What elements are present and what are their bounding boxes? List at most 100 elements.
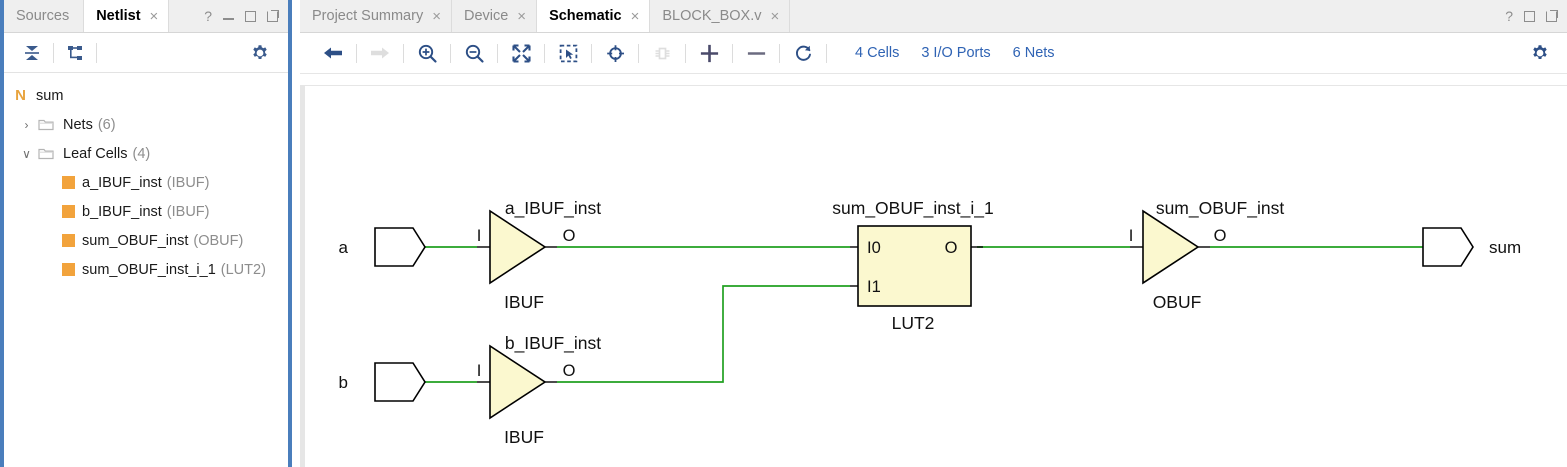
minimize-icon[interactable] — [223, 12, 234, 20]
chevron-right-icon[interactable]: › — [24, 117, 29, 132]
tree-cell-type: (LUT2) — [220, 261, 266, 278]
toolbar-separator — [779, 43, 780, 63]
tree-label: sum — [36, 87, 64, 104]
tree-item-a-ibuf-inst[interactable]: a_IBUF_inst (IBUF) — [4, 168, 288, 197]
tab-label: Schematic — [549, 8, 622, 24]
toolbar-separator — [96, 42, 97, 63]
cell-type-label: LUT2 — [892, 313, 935, 333]
hierarchy-icon[interactable] — [57, 38, 93, 68]
stat-cells[interactable]: 4 Cells — [855, 45, 900, 61]
tree-label: a_IBUF_inst — [82, 174, 162, 191]
tab-label: BLOCK_BOX.v — [662, 8, 762, 24]
chip-icon — [641, 38, 683, 68]
tab-label: Device — [463, 8, 509, 24]
close-icon[interactable]: × — [432, 7, 441, 25]
cell-swatch-icon — [62, 205, 75, 218]
cell-sum-obuf-inst-i-1[interactable]: sum_OBUF_inst_i_1 I0 I1 O LUT2 — [832, 198, 993, 333]
folder-icon — [35, 118, 56, 131]
zoom-out-icon[interactable] — [453, 38, 495, 68]
cell-b-ibuf-inst[interactable]: b_IBUF_inst I O IBUF — [477, 333, 602, 447]
netlist-toolbar — [4, 33, 288, 73]
cell-a-ibuf-inst[interactable]: a_IBUF_inst I O IBUF — [477, 198, 602, 312]
tree-label: sum_OBUF_inst — [82, 232, 189, 249]
pin-label-out: O — [563, 227, 576, 245]
cell-instance-label: sum_OBUF_inst — [1156, 198, 1285, 219]
pin-label-out: O — [945, 239, 958, 257]
gear-icon[interactable] — [242, 38, 278, 68]
tree-label: sum_OBUF_inst_i_1 — [82, 261, 216, 278]
chevron-down-icon[interactable]: ∨ — [22, 146, 31, 161]
cell-type-label: IBUF — [504, 292, 544, 312]
close-icon[interactable]: × — [770, 7, 780, 25]
tab-label: Project Summary — [312, 8, 424, 24]
cell-swatch-icon — [62, 176, 75, 189]
tab-project-summary[interactable]: Project Summary × — [300, 0, 452, 32]
tree-group-nets[interactable]: › Nets (6) — [4, 110, 288, 139]
zoom-in-icon[interactable] — [406, 38, 448, 68]
float-icon[interactable] — [267, 10, 279, 22]
toolbar-separator — [403, 43, 404, 63]
schematic-window-buttons: ? — [1495, 0, 1567, 32]
tree-cell-type: (IBUF) — [166, 174, 210, 191]
tab-block-box-v[interactable]: BLOCK_BOX.v × — [650, 0, 791, 32]
zoom-fit-icon[interactable] — [500, 38, 542, 68]
tab-schematic[interactable]: Schematic × — [537, 0, 651, 32]
tree-item-sum-obuf-inst-i-1[interactable]: sum_OBUF_inst_i_1 (LUT2) — [4, 255, 288, 284]
help-icon[interactable]: ? — [1505, 8, 1513, 24]
netlist-tree: N sum › Nets (6) ∨ — [4, 73, 288, 284]
port-b[interactable]: b — [339, 362, 426, 402]
schematic-panel-tabstrip: Project Summary × Device × Schematic × B… — [300, 0, 1567, 33]
maximize-icon[interactable] — [245, 10, 256, 22]
tab-label: Netlist — [96, 8, 141, 24]
close-icon[interactable]: × — [149, 7, 159, 25]
tree-item-sum-obuf-inst[interactable]: sum_OBUF_inst (OBUF) — [4, 226, 288, 255]
zoom-area-icon[interactable] — [547, 38, 589, 68]
netlist-panel: Sources Netlist × ? — [0, 0, 292, 467]
port-sum-label: sum — [1489, 238, 1521, 257]
net-b-ibuf-out-to-lut-i1[interactable] — [557, 285, 850, 383]
cell-type-label: OBUF — [1153, 292, 1202, 312]
schematic-toolbar: 4 Cells 3 I/O Ports 6 Nets — [300, 33, 1567, 74]
forward-arrow-icon — [359, 38, 401, 68]
pin-label-out: O — [563, 362, 576, 380]
port-sum[interactable]: sum — [1422, 227, 1521, 267]
cell-swatch-icon — [62, 234, 75, 247]
gear-icon[interactable] — [1519, 38, 1561, 68]
netlist-window-buttons: ? — [194, 0, 288, 32]
tab-label: Sources — [16, 8, 70, 24]
back-arrow-icon[interactable] — [312, 38, 354, 68]
maximize-icon[interactable] — [1524, 10, 1535, 22]
float-icon[interactable] — [1546, 10, 1558, 22]
toolbar-separator — [685, 43, 686, 63]
tree-item-b-ibuf-inst[interactable]: b_IBUF_inst (IBUF) — [4, 197, 288, 226]
expand-plus-icon[interactable] — [688, 38, 730, 68]
tab-netlist[interactable]: Netlist × — [84, 0, 170, 32]
port-a[interactable]: a — [339, 227, 426, 267]
schematic-drawing[interactable]: a a_IBUF_inst I O IBUF b b_IBUF_inst — [305, 86, 1567, 467]
stat-nets[interactable]: 6 Nets — [1012, 45, 1055, 61]
close-icon[interactable]: × — [517, 7, 527, 25]
cell-sum-obuf-inst[interactable]: sum_OBUF_inst I O OBUF — [1129, 198, 1285, 312]
tree-root-sum[interactable]: N sum — [4, 81, 288, 110]
tree-count: (6) — [97, 116, 116, 133]
tree-group-leaf-cells[interactable]: ∨ Leaf Cells (4) — [4, 139, 288, 168]
netlist-badge-icon: N — [15, 87, 26, 104]
pin-label-in: I — [477, 362, 482, 380]
tree-cell-type: (IBUF) — [166, 203, 210, 220]
close-icon[interactable]: × — [630, 7, 640, 25]
toolbar-separator — [497, 43, 498, 63]
schematic-canvas[interactable]: a a_IBUF_inst I O IBUF b b_IBUF_inst — [300, 85, 1567, 467]
collapse-minus-icon[interactable] — [735, 38, 777, 68]
tab-sources[interactable]: Sources — [4, 0, 85, 32]
stat-io-ports[interactable]: 3 I/O Ports — [921, 45, 991, 61]
pin-label-i0: I0 — [867, 239, 881, 257]
cell-instance-label: b_IBUF_inst — [505, 333, 601, 354]
help-icon[interactable]: ? — [204, 8, 212, 24]
toolbar-separator — [450, 43, 451, 63]
toolbar-separator — [826, 43, 827, 63]
refresh-icon[interactable] — [782, 38, 824, 68]
collapse-all-icon[interactable] — [14, 38, 50, 68]
crosshair-icon[interactable] — [594, 38, 636, 68]
tab-device[interactable]: Device × — [451, 0, 538, 32]
cell-type-label: IBUF — [504, 427, 544, 447]
